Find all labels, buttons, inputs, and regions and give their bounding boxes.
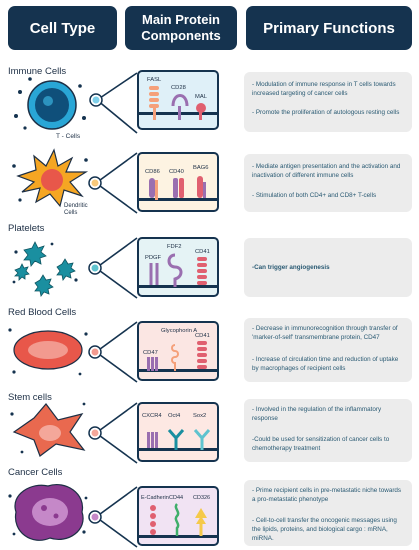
function-text: -Could be used for sensitization of canc… [252,436,390,452]
protein-label: Glycophorin A [161,328,197,334]
t-cell-illustration [14,77,86,130]
function-box-dendritic: - Mediate antigen presentation and the a… [244,154,412,212]
protein-label: CD41 [195,333,210,339]
protein-label: E-Cadherin [141,495,169,501]
row-label-platelets: Platelets [8,223,45,234]
function-box-rbc: - Decrease in immunorecognition through … [244,318,412,382]
function-text: - Increase of circulation time and reduc… [252,356,399,372]
function-text: - Cell-to-cell transfer the oncogenic me… [252,517,397,542]
function-text: - Prime recipient cells in pre-metastati… [252,487,402,503]
row-label-red-blood-cells: Red Blood Cells [8,307,77,318]
protein-label: PDGF [145,255,162,261]
protein-label: BAG6 [193,165,208,171]
protein-box-immune: FASL CD28 MAL [137,70,219,130]
protein-label: CD47 [143,350,158,356]
function-text: - Decrease in immunorecognition through … [252,325,398,341]
header-cell-type: Cell Type [8,6,117,50]
protein-box-rbc: CD47 Glycophorin A CD41 [137,321,219,381]
protein-box-cancer: E-Cadherin CD44 CD326 [137,486,219,546]
function-box-cancer: - Prime recipient cells in pre-metastati… [244,480,412,546]
function-box-stem: - Involved in the regulation of the infl… [244,399,412,462]
protein-label: CD41 [195,249,210,255]
protein-label: CD326 [193,495,210,501]
dendritic-label-2: Cells [64,210,77,216]
function-box-immune: - Modulation of immune response in T cel… [244,72,412,132]
row-label-immune-cells: Immune Cells [8,66,67,77]
red-blood-cell-illustration [8,328,88,376]
protein-label: Sox2 [193,413,206,419]
function-text: -Can trigger angiogenesis [252,264,330,271]
protein-label: CXCR4 [142,413,162,419]
function-text: - Modulation of immune response in T cel… [252,81,396,97]
t-cell-label: T - Cells [56,133,81,140]
dendritic-cell-illustration [12,148,89,208]
protein-label: CD44 [169,495,183,501]
function-text: - Mediate antigen presentation and the a… [252,163,401,179]
stem-cell-illustration [10,402,86,457]
dendritic-label-1: Dendritic [64,203,88,209]
protein-label: CD28 [171,85,186,91]
function-text: - Stimulation of both CD4+ and CD8+ T-ce… [252,192,377,199]
protein-box-stem: CXCR4 Oct4 Sox2 [137,402,219,462]
protein-box-dendritic: CD86 CD40 BAG6 [137,152,219,212]
protein-box-platelets: PDGF FDF2 CD41 [137,237,219,297]
function-text: - Involved in the regulation of the infl… [252,406,382,422]
protein-label: FASL [147,77,162,83]
protein-label: Oct4 [168,413,181,419]
function-text: - Promote the proliferation of autologou… [252,109,400,116]
protein-label: CD86 [145,169,160,175]
cancer-cell-illustration [8,484,88,541]
function-box-platelets: -Can trigger angiogenesis [244,238,412,297]
row-label-stem-cells: Stem cells [8,392,52,403]
row-label-cancer-cells: Cancer Cells [8,467,63,478]
protein-label: MAL [195,94,208,100]
header-primary-functions: Primary Functions [246,6,412,50]
platelets-illustration [14,241,76,297]
protein-label: FDF2 [167,244,182,250]
protein-label: CD40 [169,169,184,175]
